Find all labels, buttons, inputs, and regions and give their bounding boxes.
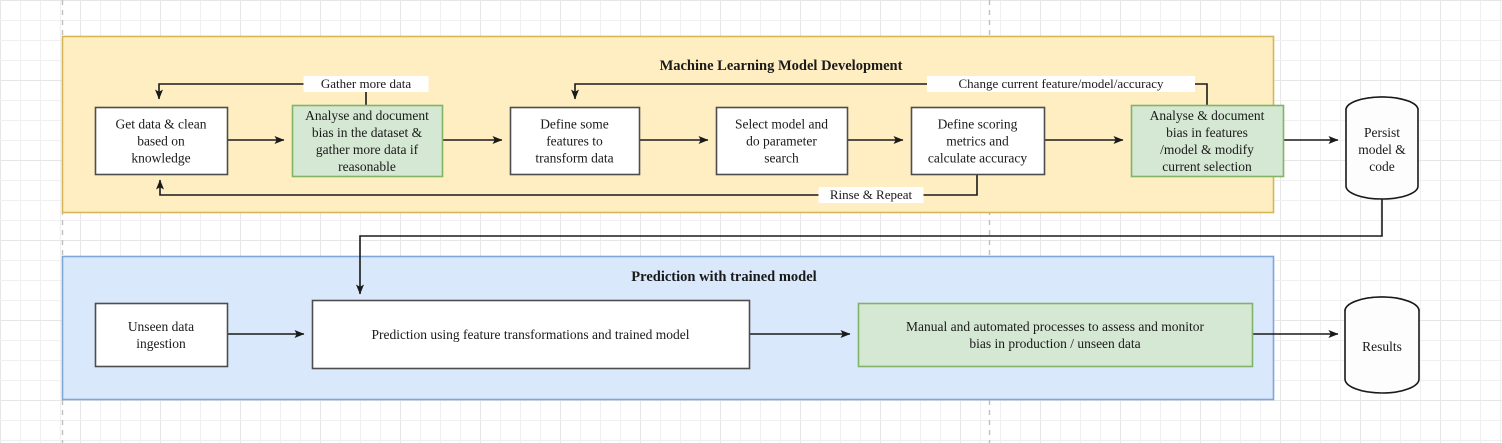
node-define-features[interactable]: Define some features to transform data xyxy=(509,106,641,176)
edge-label-text: Gather more data xyxy=(321,76,411,91)
node-box-monitor-bias xyxy=(857,302,1254,368)
node-analyse-model-bias[interactable]: Analyse & document bias in features/model… xyxy=(1130,104,1285,178)
node-label-analyse-model-bias: bias in features xyxy=(1166,125,1248,140)
node-label-prediction-run: Prediction using feature transformations… xyxy=(372,327,690,342)
edge-label-backdrop xyxy=(303,76,429,92)
edge-gather-more-data-loop[interactable] xyxy=(155,83,367,105)
node-label-monitor-bias: bias in production / unseen data xyxy=(969,336,1140,351)
node-label-get-data: based on xyxy=(137,134,185,149)
node-label-unseen-data: ingestion xyxy=(136,336,186,351)
edge-label-text: Change current feature/model/accuracy xyxy=(959,76,1164,91)
datastore-lid-results xyxy=(1344,296,1420,312)
node-label-define-features: transform data xyxy=(535,151,613,166)
datastore-persist-model[interactable]: Persist model & code xyxy=(1345,96,1419,200)
edge-label-backdrop xyxy=(818,187,924,203)
node-prediction-run[interactable]: Prediction using feature transformations… xyxy=(311,299,751,370)
node-box-select-model xyxy=(715,106,849,176)
datastore-lid-persist-model xyxy=(1345,96,1419,111)
node-analyse-dataset-bias[interactable]: Analyse and document bias in the dataset … xyxy=(291,104,444,178)
edge-rinse-repeat-loop[interactable] xyxy=(156,174,978,196)
node-label-get-data: Get data & clean xyxy=(115,117,206,132)
node-label-unseen-data: Unseen data xyxy=(128,319,194,334)
connector-edges xyxy=(155,83,1383,338)
edge-change-current-loop[interactable] xyxy=(571,83,1208,105)
datastore-label-persist-model: model & xyxy=(1358,142,1406,157)
node-label-monitor-bias: Manual and automated processes to assess… xyxy=(906,319,1205,334)
node-label-analyse-dataset-bias: gather more data if xyxy=(316,142,419,157)
container-title-prediction: Prediction with trained model xyxy=(631,269,816,285)
node-label-analyse-model-bias: /model & modify xyxy=(1160,142,1254,157)
node-monitor-bias[interactable]: Manual and automated processes to assess… xyxy=(857,302,1254,368)
node-label-select-model: Select model and xyxy=(735,117,828,132)
node-box-prediction-run xyxy=(311,299,751,370)
node-label-get-data: knowledge xyxy=(131,151,190,166)
datastore-label-persist-model: Persist xyxy=(1364,125,1400,140)
edge-label-backdrop xyxy=(927,76,1195,92)
container-training[interactable] xyxy=(61,35,1275,214)
node-get-data[interactable]: Get data & clean based on knowledge xyxy=(94,106,229,176)
node-box-analyse-model-bias xyxy=(1130,104,1285,178)
edge-label-gather-more-data: Gather more data xyxy=(303,76,429,92)
container-title-training: Machine Learning Model Development xyxy=(660,58,903,74)
node-select-model[interactable]: Select model and do parameter search xyxy=(715,106,849,176)
datastore-label-results: Results xyxy=(1362,339,1402,354)
node-scoring-metrics[interactable]: Define scoring metrics and calculate accur… xyxy=(910,106,1046,176)
edge-label-rinse-repeat: Rinse & Repeat xyxy=(818,187,924,203)
node-label-analyse-dataset-bias: reasonable xyxy=(338,159,396,174)
node-label-select-model: do parameter xyxy=(746,134,817,149)
edge-label-text: Rinse & Repeat xyxy=(830,187,913,202)
node-label-analyse-dataset-bias: bias in the dataset & xyxy=(312,125,423,140)
node-unseen-data[interactable]: Unseen data ingestion xyxy=(94,302,229,368)
node-label-define-features: features to xyxy=(546,134,603,149)
node-label-scoring-metrics: calculate accuracy xyxy=(928,151,1028,166)
node-label-analyse-dataset-bias: Analyse and document xyxy=(305,108,429,123)
edge-label-change-current: Change current feature/model/accuracy xyxy=(927,76,1195,92)
node-label-scoring-metrics: Define scoring xyxy=(938,117,1018,132)
datastore-results[interactable]: Results xyxy=(1344,296,1420,394)
process-nodes: Get data & clean based on knowledge Analyse… xyxy=(94,104,1285,370)
datastore-label-persist-model: code xyxy=(1369,159,1394,174)
node-box-scoring-metrics xyxy=(910,106,1046,176)
node-label-analyse-model-bias: Analyse & document xyxy=(1150,108,1265,123)
node-label-scoring-metrics: metrics and xyxy=(946,134,1009,149)
node-box-get-data xyxy=(94,106,229,176)
node-box-unseen-data xyxy=(94,302,229,368)
edge-persist-to-prediction[interactable] xyxy=(356,186,1383,295)
node-label-select-model: search xyxy=(764,151,799,166)
node-box-define-features xyxy=(509,106,641,176)
node-label-define-features: Define some xyxy=(540,117,609,132)
node-label-analyse-model-bias: current selection xyxy=(1162,159,1252,174)
node-box-analyse-dataset-bias xyxy=(291,104,444,178)
